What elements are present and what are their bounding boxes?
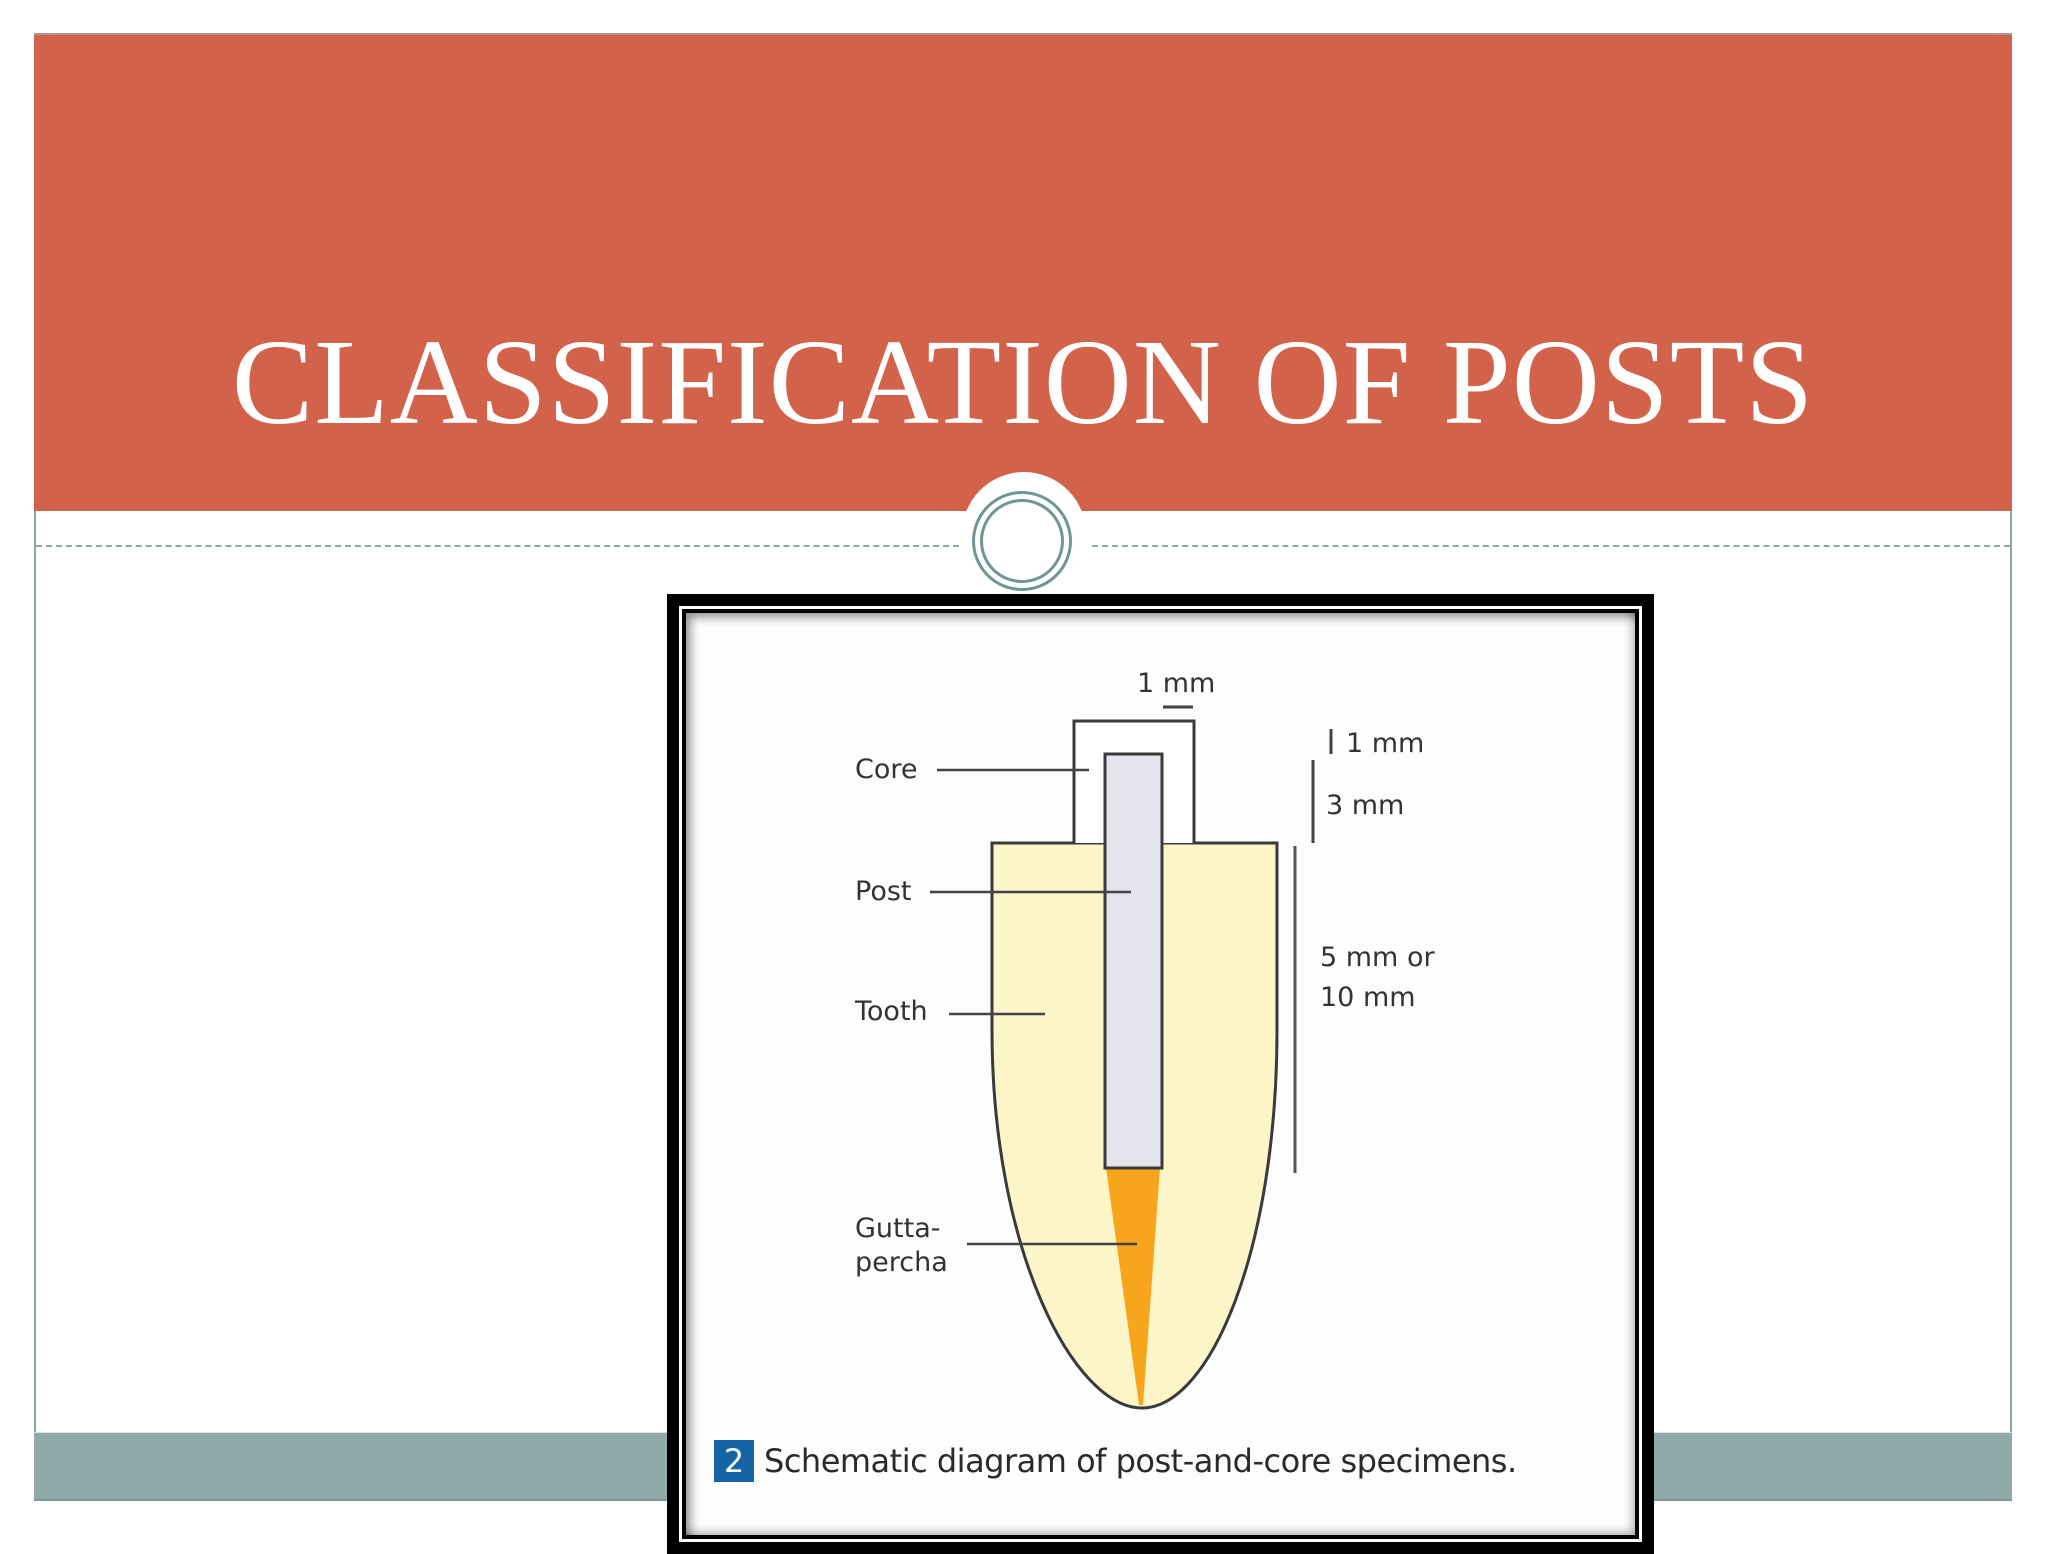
label-post: Post <box>855 876 912 907</box>
divider-dashed-right <box>1092 545 2010 547</box>
title-header-band <box>34 35 2012 511</box>
ornament-inner-ring-icon <box>980 499 1064 583</box>
divider-dashed-left <box>36 545 959 547</box>
dim-core-top: 1 mm <box>1346 728 1425 759</box>
dim-post-length-1: 5 mm or <box>1320 942 1435 973</box>
caption-text: Schematic diagram of post-and-core speci… <box>764 1442 1517 1480</box>
caption-number-badge: 2 <box>714 1440 754 1482</box>
ornament-ring-icon <box>972 491 1072 591</box>
slide-title: CLASSIFICATION OF POSTS <box>231 315 1815 450</box>
label-tooth: Tooth <box>855 996 928 1027</box>
dim-core-height: 3 mm <box>1326 790 1405 821</box>
label-percha: percha <box>855 1247 948 1278</box>
label-core: Core <box>855 754 918 785</box>
post-shape <box>1103 752 1164 1170</box>
gutta-percha-shape <box>1106 1168 1160 1405</box>
dim-post-length-2: 10 mm <box>1320 982 1416 1013</box>
label-gutta: Gutta- <box>855 1213 941 1244</box>
dim-post-width: 1 mm <box>1137 668 1216 699</box>
figure-caption: 2 Schematic diagram of post-and-core spe… <box>714 1439 1517 1483</box>
